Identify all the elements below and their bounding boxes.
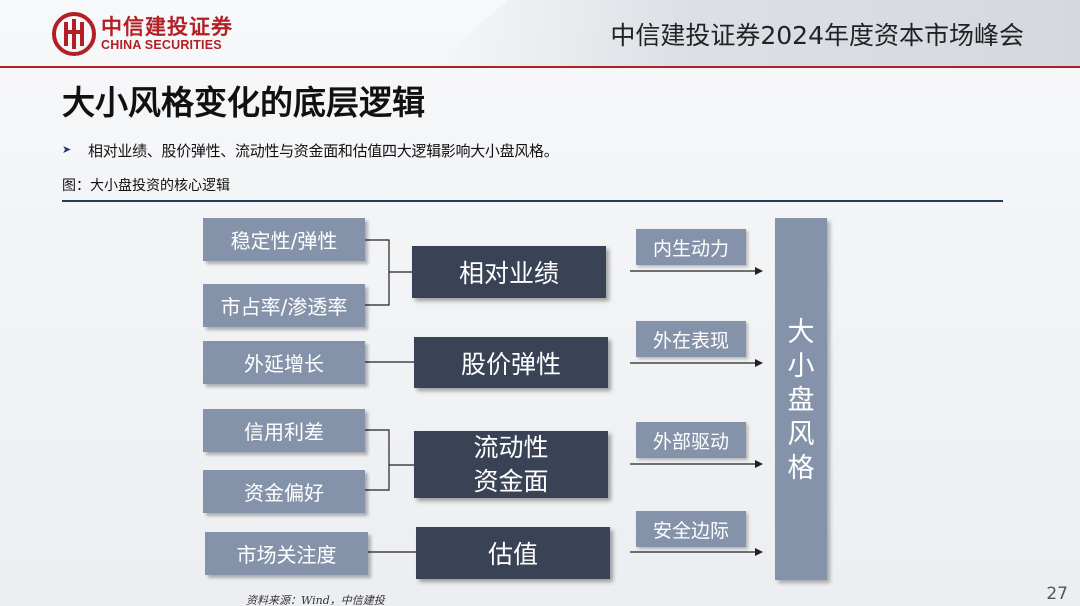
arrow-label: 安全边际 (636, 511, 746, 547)
result-box: 大 小 盘 风 格 (775, 218, 827, 580)
driver-box: 估值 (416, 527, 610, 579)
figure-rule (62, 200, 1003, 202)
result-char: 大 (787, 317, 815, 348)
factor-box: 信用利差 (203, 409, 365, 452)
source-note: 资料来源：Wind，中信建投 (246, 594, 385, 606)
logo-chinese: 中信建投证券 (101, 14, 233, 39)
bullet-text: 相对业绩、股价弹性、流动性与资金面和估值四大逻辑影响大小盘风格。 (88, 142, 559, 160)
header-divider (0, 66, 1080, 68)
header-shade (430, 0, 1080, 66)
bullet-arrow-icon: ➤ (62, 143, 72, 156)
citic-logo-icon (52, 12, 96, 56)
driver-box-line: 流动性 (473, 432, 549, 462)
result-char: 格 (787, 453, 815, 484)
arrow-label: 外在表现 (636, 321, 746, 357)
factor-box: 外延增长 (203, 341, 365, 384)
result-char: 盘 (787, 385, 815, 416)
result-char: 风 (787, 419, 815, 450)
arrow-label: 内生动力 (636, 229, 746, 265)
header: 中信建投证券 CHINA SECURITIES 中信建投证券2024年度资本市场… (0, 0, 1080, 66)
factor-box: 稳定性/弹性 (203, 218, 365, 261)
arrow-label: 外部驱动 (636, 422, 746, 458)
driver-box: 股价弹性 (414, 337, 608, 388)
factor-box: 资金偏好 (203, 470, 365, 513)
figure-caption: 图：大小盘投资的核心逻辑 (62, 178, 230, 194)
driver-box-line: 资金面 (473, 466, 549, 496)
event-title: 中信建投证券2024年度资本市场峰会 (610, 21, 1024, 50)
driver-box: 流动性 资金面 (414, 431, 608, 498)
page-title: 大小风格变化的底层逻辑 (62, 83, 425, 122)
logo-english: CHINA SECURITIES (101, 38, 222, 52)
factor-box: 市场关注度 (205, 532, 368, 575)
page-number: 27 (1046, 584, 1068, 604)
result-char: 小 (787, 351, 815, 382)
driver-box: 相对业绩 (412, 246, 606, 298)
factor-box: 市占率/渗透率 (203, 284, 365, 327)
